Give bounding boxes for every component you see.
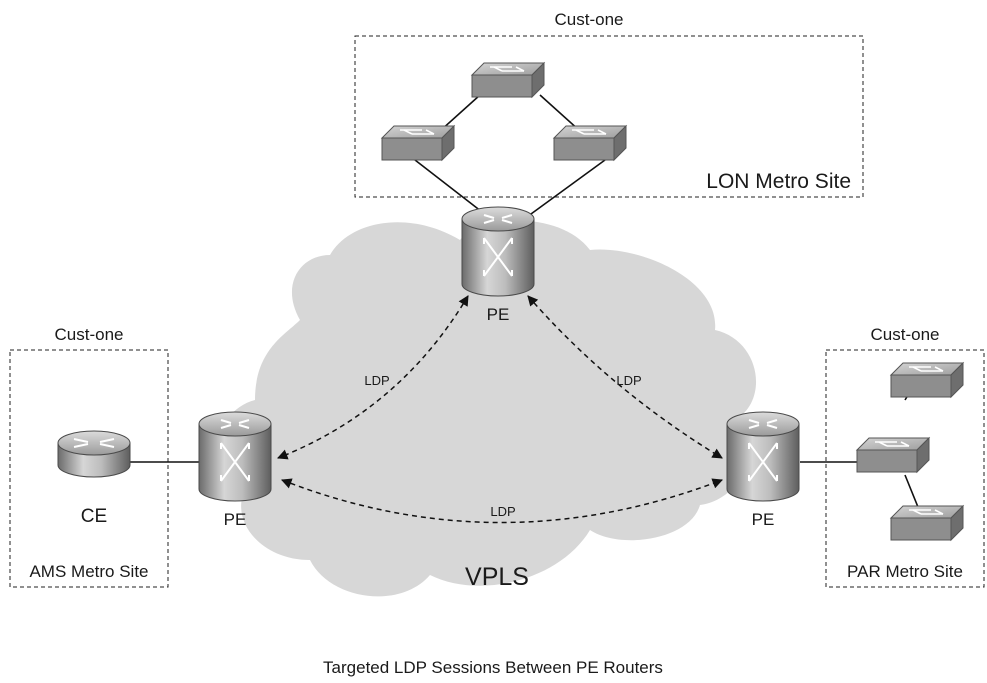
ldp-sessions (277, 295, 723, 524)
diagram-caption: Targeted LDP Sessions Between PE Routers (323, 658, 663, 677)
ldp-label-ams-par: LDP (490, 504, 515, 519)
ams-customer-label: Cust-one (55, 325, 124, 344)
lon-customer-label: Cust-one (555, 10, 624, 29)
pe-lon-label: PE (487, 305, 510, 324)
lon-switch-right (553, 125, 627, 161)
pe-par-label: PE (752, 510, 775, 529)
par-switch-middle (856, 437, 930, 473)
ce-ams-label: CE (81, 506, 107, 527)
ldp-session-lon-ams (277, 295, 469, 460)
pe-ams-label: PE (224, 510, 247, 529)
vpls-label: VPLS (465, 563, 529, 591)
pe-ams-router-icon (198, 411, 272, 502)
ldp-session-lon-par (527, 295, 723, 459)
lon-site-name: LON Metro Site (706, 170, 851, 193)
pe-par-router-icon (726, 411, 800, 502)
ams-site-box (9, 349, 169, 588)
par-site-box (825, 349, 985, 588)
par-customer-label: Cust-one (871, 325, 940, 344)
lon-switch-left (381, 125, 455, 161)
ce-ams-router-icon (57, 430, 131, 478)
par-site-name: PAR Metro Site (847, 562, 963, 581)
lon-site-box (354, 35, 864, 198)
ams-site-name: AMS Metro Site (29, 562, 148, 581)
par-switch-bottom (890, 505, 964, 541)
lon-switch-top (471, 62, 545, 98)
pe-lon-router-icon (461, 206, 535, 297)
par-switch-top (890, 362, 964, 398)
ldp-label-lon-ams: LDP (364, 373, 389, 388)
ldp-label-lon-par: LDP (616, 373, 641, 388)
